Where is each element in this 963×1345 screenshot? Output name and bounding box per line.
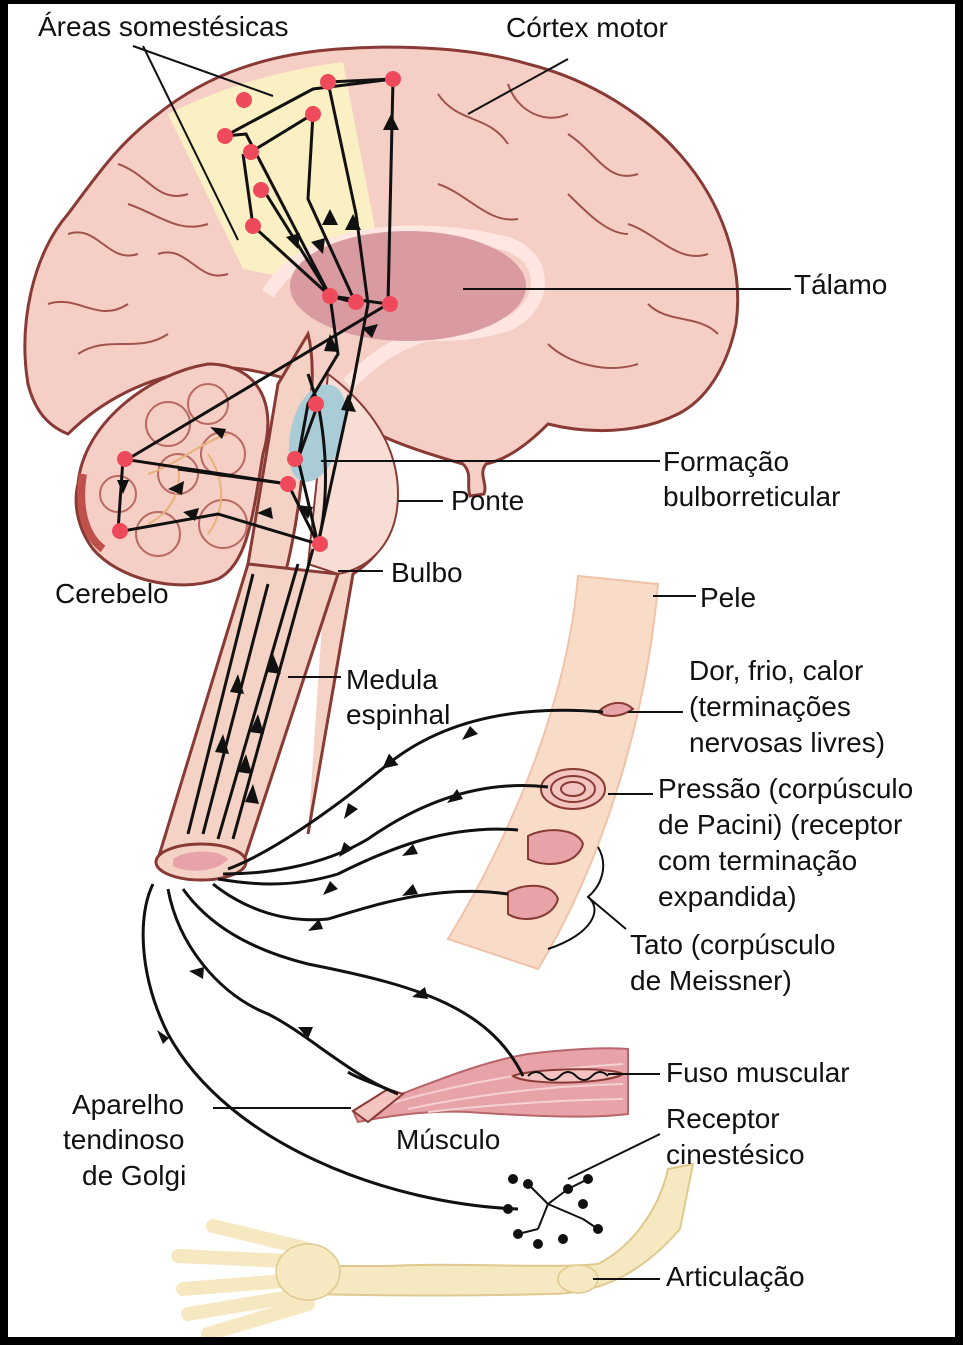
label-dor-line1: Dor, frio, calor xyxy=(689,655,864,686)
label-tato-line2: de Meissner) xyxy=(630,965,792,996)
label-pressao-line3: com terminação xyxy=(658,845,858,876)
label-formacao-line1: Formação xyxy=(663,446,790,477)
label-ponte: Ponte xyxy=(451,485,525,516)
label-fuso-muscular: Fuso muscular xyxy=(666,1057,850,1088)
pacinian-corpuscle xyxy=(540,768,606,810)
label-medula-line1: Medula xyxy=(346,664,438,695)
label-pressao-line2: de Pacini) (receptor xyxy=(658,809,903,840)
label-receptor-line1: Receptor xyxy=(666,1103,780,1134)
label-musculo: Músculo xyxy=(396,1124,501,1155)
free-nerve-ending xyxy=(596,701,635,717)
label-bulbo: Bulbo xyxy=(391,557,463,588)
nerve-arrows xyxy=(157,726,478,1044)
label-cortex-motor: Córtex motor xyxy=(506,12,668,43)
cortex-gyri xyxy=(47,83,719,369)
leader-lines xyxy=(132,45,791,1280)
label-medula-line2: espinhal xyxy=(346,699,451,730)
label-dor-line2: (terminações xyxy=(689,691,851,722)
label-pressao-line1: Pressão (corpúsculo xyxy=(658,773,914,804)
thalamus xyxy=(290,231,526,341)
label-formacao-line2: bulborreticular xyxy=(663,481,841,512)
sensory-nerves xyxy=(141,708,604,1211)
label-receptor-line2: cinestésico xyxy=(666,1139,805,1170)
diagram-stage: Áreas somestésicas Córtex motor Tálamo F… xyxy=(8,4,955,1337)
ascending-tracts xyxy=(186,548,315,840)
label-aparelho-line2: tendinoso xyxy=(63,1124,185,1155)
label-dor-line3: nervosas livres) xyxy=(689,727,886,758)
kinesthetic-receptor xyxy=(503,1174,603,1249)
label-aparelho-line3: de Golgi xyxy=(82,1160,187,1191)
reticular-formation xyxy=(289,384,347,482)
label-cerebelo: Cerebelo xyxy=(55,578,169,609)
label-aparelho-line1: Aparelho xyxy=(72,1089,185,1120)
meissner-corpuscles xyxy=(507,829,585,920)
label-talamo: Tálamo xyxy=(794,269,888,300)
synapse-nodes xyxy=(112,71,401,552)
golgi-tendon xyxy=(351,1087,406,1124)
sensory-pathway-illustration xyxy=(23,45,791,1337)
label-pele: Pele xyxy=(700,582,757,613)
label-areas-somestesicas: Áreas somestésicas xyxy=(38,11,289,42)
label-tato-line1: Tato (corpúsculo xyxy=(630,929,836,960)
label-articulacao: Articulação xyxy=(666,1261,805,1292)
arm-bones xyxy=(171,1162,695,1337)
label-pressao-line4: expandida) xyxy=(658,881,797,912)
